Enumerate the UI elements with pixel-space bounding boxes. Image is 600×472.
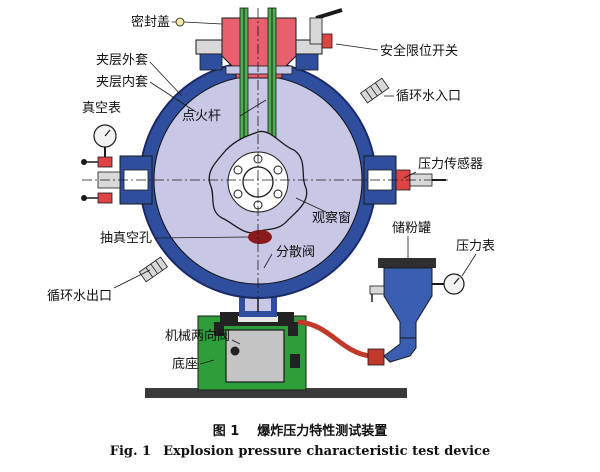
ground-platform <box>145 388 407 398</box>
powder-tank-side-fitting <box>369 285 385 295</box>
leader-line <box>183 21 223 25</box>
vacuum-hole <box>248 230 272 244</box>
leader-line <box>263 253 273 269</box>
hose-connector <box>367 348 385 366</box>
label-vacuum-hole: 抽真空孔 <box>100 231 152 246</box>
figure-title-cn: 爆炸压力特性测试装置 <box>257 424 388 439</box>
pressure-gauge-needle <box>453 277 460 285</box>
seal-cover-base <box>225 65 293 75</box>
label-igniter-rod: 点火杆 <box>182 109 221 124</box>
label-two-way-valve: 机械两向阀 <box>165 328 230 344</box>
seal-cover-marker <box>175 17 185 27</box>
leader-line <box>149 81 197 113</box>
figure-caption-chinese: 图 1 爆炸压力特性测试装置 <box>0 420 600 439</box>
leader-line <box>239 99 267 117</box>
seal-cover-right-clamp <box>295 53 319 71</box>
vacuum-line-end-upper <box>81 159 87 165</box>
valve-cap-slot <box>238 316 278 322</box>
window-bolt <box>273 165 283 175</box>
vacuum-gauge-needle <box>104 129 111 137</box>
leader-line <box>199 359 215 365</box>
leader-line <box>113 269 151 289</box>
safety-switch-lever <box>315 8 343 20</box>
label-powder-tank: 储粉罐 <box>392 221 431 236</box>
figure-caption-english: Fig. 1 Explosion pressure characteristic … <box>0 444 600 459</box>
leader-line <box>335 43 379 51</box>
label-inner-jacket: 夹层内套 <box>96 74 148 90</box>
label-disperser-valve: 分散阀 <box>276 245 315 260</box>
label-water-inlet: 循环水入口 <box>396 89 461 104</box>
powder-tank-outlet <box>383 337 417 363</box>
label-safety-switch: 安全限位开关 <box>380 43 458 59</box>
label-vacuum-gauge: 真空表 <box>82 101 121 116</box>
valve-knob <box>230 346 240 356</box>
vacuum-valve-top <box>97 156 113 168</box>
valve-right-lower-block <box>290 354 300 368</box>
vacuum-valve-bottom <box>97 192 113 204</box>
powder-tank-lid <box>378 258 436 268</box>
water-outlet-fitting <box>138 256 168 283</box>
vacuum-line-end <box>81 195 87 201</box>
leader-line <box>461 253 477 277</box>
figure-title-en: Explosion pressure characteristic test d… <box>163 444 491 459</box>
label-observation-window: 观察窗 <box>312 210 351 226</box>
safety-switch-body <box>321 33 333 49</box>
window-bolt <box>233 189 243 199</box>
leader-line <box>403 171 417 179</box>
label-base: 底座 <box>172 356 198 372</box>
leader-line <box>231 339 241 345</box>
figure-number-cn: 图 1 <box>212 424 240 439</box>
valve-right-block <box>288 322 298 336</box>
window-bolt <box>233 165 243 175</box>
two-way-valve-body <box>225 329 285 383</box>
valve-left-block <box>214 322 224 336</box>
window-bolt <box>273 189 283 199</box>
powder-tank-body <box>383 267 433 339</box>
connecting-hose <box>297 319 371 359</box>
leader-line <box>149 61 183 97</box>
leader-line <box>295 197 327 213</box>
label-outer-jacket: 夹层外套 <box>96 52 148 68</box>
water-inlet-fitting <box>360 77 390 104</box>
label-pressure-sensor: 压力传感器 <box>418 156 483 172</box>
label-water-outlet: 循环水出口 <box>47 289 112 304</box>
safety-switch-mount <box>309 17 323 45</box>
figure-number-en: Fig. 1 <box>109 444 152 459</box>
seal-cover-left-clamp <box>199 53 223 71</box>
label-pressure-gauge: 压力表 <box>456 239 495 254</box>
leader-line <box>155 236 249 239</box>
label-seal-cover: 密封盖 <box>131 14 170 30</box>
